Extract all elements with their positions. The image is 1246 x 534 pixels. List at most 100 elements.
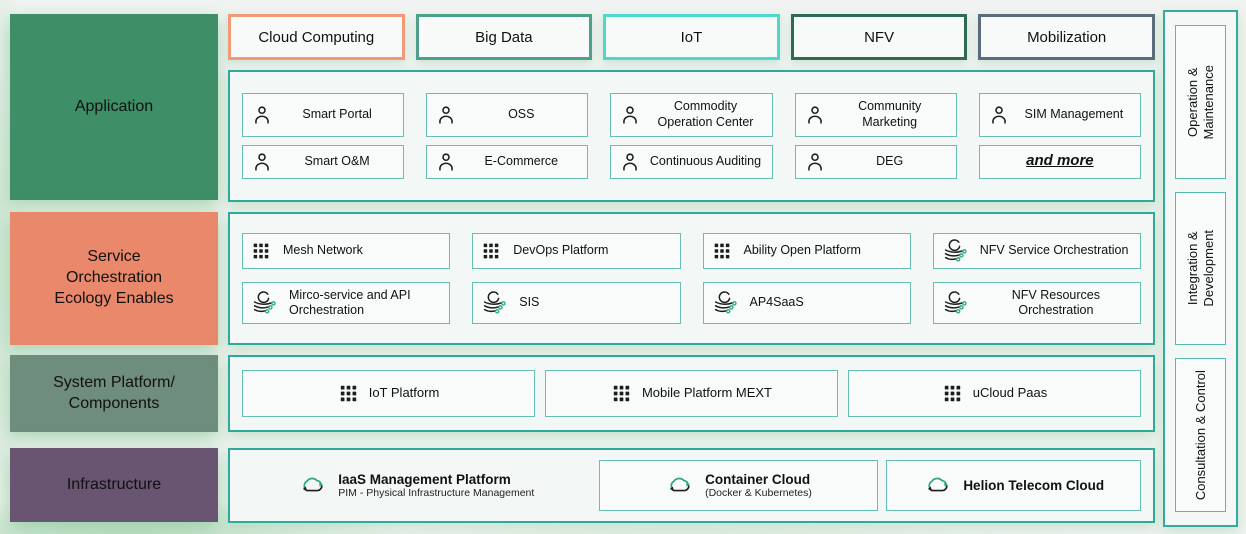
layer-label-system-platform: System Platform/ Components: [10, 355, 218, 432]
orchestration-swirl-icon: [712, 290, 738, 316]
category-label: NFV: [864, 28, 895, 46]
svc-item-mesh-network: Mesh Network: [242, 233, 451, 270]
category-label: Mobilization: [1027, 28, 1107, 46]
infra-item-title: Helion Telecom Cloud: [963, 478, 1105, 493]
layer-label-infrastructure: Infrastructure: [10, 448, 218, 522]
category-label: Cloud Computing: [258, 28, 375, 46]
layer-label-text: Infrastructure: [66, 475, 162, 493]
svc-item-nfv-service-orchestration: NFV Service Orchestration: [932, 233, 1141, 270]
orchestration-swirl-icon: [942, 238, 968, 264]
application-layer: Smart Portal OSS Commodity Operation Cen…: [228, 70, 1155, 202]
app-item-continuous-auditing: Continuous Auditing: [610, 144, 773, 179]
app-item-label: DEG: [876, 154, 904, 168]
category-mobilization: Mobilization: [978, 14, 1155, 60]
infra-item-helion-telecom-cloud: Helion Telecom Cloud: [886, 460, 1141, 511]
cloud-sync-icon: [665, 474, 695, 497]
svc-item-ap4saas: AP4SaaS: [702, 282, 911, 324]
layer-label-service-orchestration: Service Orchestration Ecology Enables: [10, 212, 218, 345]
infra-item-title: IaaS Management Platform: [338, 472, 511, 487]
app-item-e-commerce: E-Commerce: [426, 144, 589, 179]
svc-item-label: SIS: [519, 295, 540, 310]
sys-item-ucloud-paas: uCloud Paas: [848, 370, 1141, 417]
layer-label-application: Application: [10, 14, 218, 200]
svc-item-label: NFV Resources Orchestration: [1011, 287, 1100, 318]
user-icon: [619, 151, 641, 173]
svc-item-nfv-resources-orchestration: NFV Resources Orchestration: [932, 282, 1141, 324]
svc-item-micro-service-api-orchestration: Mirco-service and API Orchestration: [242, 282, 451, 324]
app-item-smart-portal: Smart Portal: [242, 93, 405, 137]
orchestration-swirl-icon: [481, 290, 507, 316]
grid-icon: [481, 241, 501, 261]
svc-item-label: DevOps Platform: [513, 243, 609, 258]
grid-icon: [942, 383, 963, 404]
category-nfv: NFV: [790, 14, 968, 60]
category-big-data: Big Data: [415, 14, 593, 60]
category-iot: IoT: [603, 14, 780, 60]
grid-icon: [712, 241, 732, 261]
app-item-label: Smart Portal: [302, 107, 372, 121]
svc-item-label: Ability Open Platform: [743, 243, 861, 258]
user-icon: [804, 104, 826, 126]
infra-item-container-cloud: Container Cloud (Docker & Kubernetes): [598, 460, 879, 511]
cloud-sync-icon: [923, 474, 953, 497]
cloud-sync-icon: [298, 474, 328, 497]
grid-icon: [611, 383, 632, 404]
sys-item-label: Mobile Platform MEXT: [641, 385, 773, 401]
category-label: Big Data: [475, 28, 533, 46]
user-icon: [988, 104, 1010, 126]
vertical-box-consultation-control: Consultation & Control: [1175, 358, 1226, 513]
user-icon: [251, 151, 273, 173]
app-item-deg: DEG: [794, 144, 957, 179]
app-item-label: Smart O&M: [304, 154, 370, 168]
system-platform-layer: IoT Platform Mobile Platform MEXT uCloud…: [228, 355, 1155, 432]
sys-item-label: IoT Platform: [368, 385, 440, 401]
svc-item-sis: SIS: [472, 282, 681, 324]
service-orchestration-layer: Mesh Network DevOps Platform Ability Ope…: [228, 212, 1155, 345]
category-cloud-computing: Cloud Computing: [228, 14, 405, 60]
infrastructure-layer: IaaS Management Platform PIM - Physical …: [228, 448, 1155, 523]
app-item-label: SIM Management: [1024, 107, 1124, 121]
infra-item-subtitle: PIM - Physical Infrastructure Management: [338, 487, 535, 499]
sys-item-mobile-platform-mext: Mobile Platform MEXT: [545, 370, 838, 417]
app-item-sim-management: SIM Management: [978, 93, 1141, 137]
svc-item-label: AP4SaaS: [749, 295, 804, 310]
grid-icon: [338, 383, 359, 404]
infra-item-iaas-management-platform: IaaS Management Platform PIM - Physical …: [242, 460, 591, 511]
user-icon: [251, 104, 273, 126]
svc-item-label: Mirco-service and API Orchestration: [289, 287, 411, 318]
orchestration-swirl-icon: [942, 290, 968, 316]
app-item-community-marketing: Community Marketing: [794, 93, 957, 137]
app-item-label: Commodity Operation Center: [657, 99, 754, 129]
app-item-commodity-operation-center: Commodity Operation Center: [610, 93, 773, 137]
infra-item-subtitle: (Docker & Kubernetes): [705, 487, 812, 499]
layer-label-text: Application: [74, 97, 154, 115]
category-label: IoT: [680, 28, 703, 46]
svc-item-ability-open-platform: Ability Open Platform: [702, 233, 911, 270]
app-item-smart-om: Smart O&M: [242, 144, 405, 179]
app-item-label: Continuous Auditing: [649, 154, 762, 168]
app-item-and-more: and more: [978, 144, 1141, 179]
svc-item-label: NFV Service Orchestration: [979, 243, 1129, 258]
infra-item-title: Container Cloud: [705, 472, 811, 487]
app-item-label: Community Marketing: [858, 99, 922, 129]
svc-item-devops-platform: DevOps Platform: [472, 233, 681, 270]
user-icon: [619, 104, 641, 126]
user-icon: [435, 151, 457, 173]
user-icon: [435, 104, 457, 126]
app-item-label: OSS: [508, 107, 535, 121]
app-item-label: E-Commerce: [484, 154, 559, 168]
sys-item-iot-platform: IoT Platform: [242, 370, 535, 417]
vertical-box-integration-development: Integration & Development: [1175, 191, 1226, 346]
cross-layer-services-column: Operation & Maintenance Integration & De…: [1163, 10, 1238, 527]
layer-label-text: Service Orchestration Ecology Enables: [54, 248, 174, 307]
app-item-label: and more: [1026, 152, 1094, 170]
svc-item-label: Mesh Network: [283, 243, 363, 258]
vertical-box-operation-maintenance: Operation & Maintenance: [1175, 25, 1226, 179]
vertical-box-label: Consultation & Control: [1192, 370, 1208, 501]
sys-item-label: uCloud Paas: [972, 385, 1048, 401]
orchestration-swirl-icon: [251, 290, 277, 316]
user-icon: [804, 151, 826, 173]
app-item-oss: OSS: [426, 93, 589, 137]
layer-label-text: System Platform/ Components: [53, 373, 175, 412]
